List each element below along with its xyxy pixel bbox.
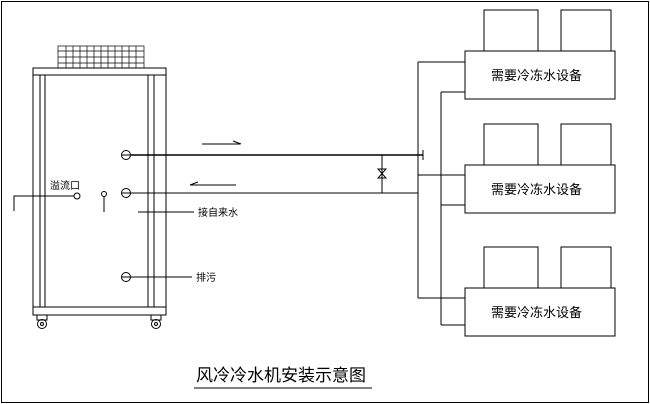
- caster-wheel-icon: [36, 314, 48, 329]
- tap-water-label: 接自来水: [198, 206, 238, 219]
- arrow-right-icon: [202, 140, 242, 145]
- chiller-cabinet: [32, 67, 167, 316]
- fan-grille-icon: [57, 45, 145, 69]
- overflow-label: 溢流口: [50, 179, 80, 192]
- caster-wheel-icon: [150, 314, 162, 329]
- chilled-water-outlet-port: [121, 150, 131, 160]
- equipment-label: 需要冷冻水设备: [491, 182, 582, 198]
- air-cooled-chiller-unit: [32, 45, 167, 329]
- overflow-port: [73, 192, 81, 200]
- drain-label: 排污: [196, 271, 216, 284]
- return-water-inlet-port: [121, 188, 131, 198]
- tap-water-connection-port: [101, 191, 107, 212]
- diagram-title: 风冷冷水机安装示意图: [196, 366, 366, 386]
- overflow-pipe: [13, 195, 74, 211]
- equipment-unit-3: 需要冷冻水设备: [464, 246, 616, 337]
- equipment-label: 需要冷冻水设备: [491, 68, 582, 84]
- arrow-left-icon: [189, 181, 236, 186]
- equipment-unit-1: 需要冷冻水设备: [464, 9, 616, 100]
- equipment-unit-2: 需要冷冻水设备: [464, 123, 616, 214]
- drain-port: [121, 272, 131, 282]
- equipment-label: 需要冷冻水设备: [491, 305, 582, 321]
- bypass-valve-icon: [376, 168, 388, 179]
